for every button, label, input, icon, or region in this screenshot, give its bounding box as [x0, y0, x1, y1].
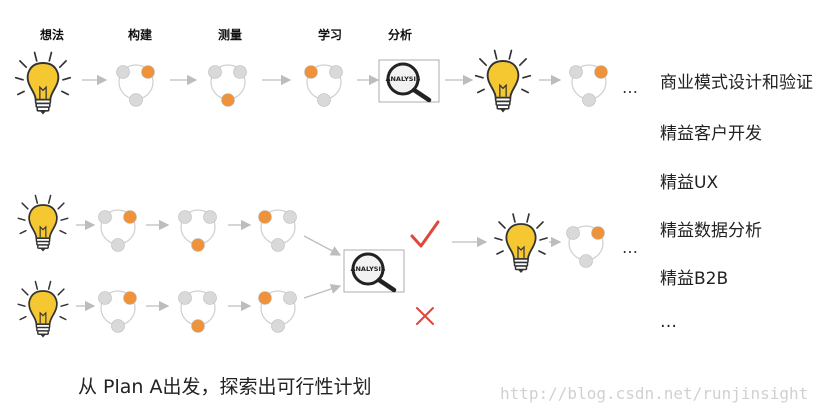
idea-lightbulb-icon-top-next	[474, 49, 532, 113]
arrow-bot-to-analysis	[303, 283, 342, 299]
right-list-item-4: 精益数据分析	[660, 221, 762, 241]
build-cycle-icon-bottom	[98, 290, 137, 333]
idea-lightbulb-icon-result	[494, 213, 548, 273]
arrow-mid-to-analysis	[303, 235, 342, 256]
cross-icon	[416, 307, 434, 325]
right-list-item-5: 精益B2B	[660, 269, 729, 289]
idea-lightbulb-icon-middle	[17, 194, 69, 252]
measure-cycle-icon-middle	[178, 209, 217, 252]
build-cycle-icon-result	[566, 225, 605, 268]
analysis-lens-text: ANALYSIS	[350, 265, 385, 273]
build-cycle-icon-top	[116, 64, 155, 107]
step-label-analyze: 分析	[387, 28, 412, 42]
learn-cycle-icon-middle	[258, 209, 297, 252]
build-cycle-icon-top-next	[569, 64, 608, 107]
step-label-learn: 学习	[317, 28, 342, 42]
step-label-measure: 测量	[217, 28, 242, 42]
check-icon	[410, 220, 440, 248]
learn-cycle-icon-bottom	[258, 290, 297, 333]
idea-lightbulb-icon-bottom	[17, 280, 69, 338]
build-cycle-icon-middle	[98, 209, 137, 252]
top-row-ellipsis: …	[622, 78, 638, 97]
measure-cycle-icon-top	[208, 64, 247, 107]
analysis-magnifier-icon-shared: ANALYSIS	[343, 249, 405, 293]
result-row-ellipsis: …	[622, 238, 638, 257]
right-list-item-2: 精益客户开发	[660, 124, 762, 144]
right-list-item-6: …	[660, 312, 677, 332]
right-list-item-1: 商业模式设计和验证	[660, 73, 813, 93]
idea-lightbulb-icon-top	[14, 51, 72, 115]
analysis-lens-text: ANALYSIS	[385, 75, 420, 83]
learn-cycle-icon-top	[304, 64, 343, 107]
analysis-magnifier-icon-top: ANALYSIS	[378, 59, 440, 103]
measure-cycle-icon-bottom	[178, 290, 217, 333]
step-label-build: 构建	[127, 28, 152, 42]
caption: 从 Plan A出发，探索出可行性计划	[78, 376, 372, 398]
step-label-idea: 想法	[39, 28, 64, 42]
watermark: http://blog.csdn.net/runjinsight	[500, 384, 809, 403]
right-list-item-3: 精益UX	[660, 173, 719, 193]
